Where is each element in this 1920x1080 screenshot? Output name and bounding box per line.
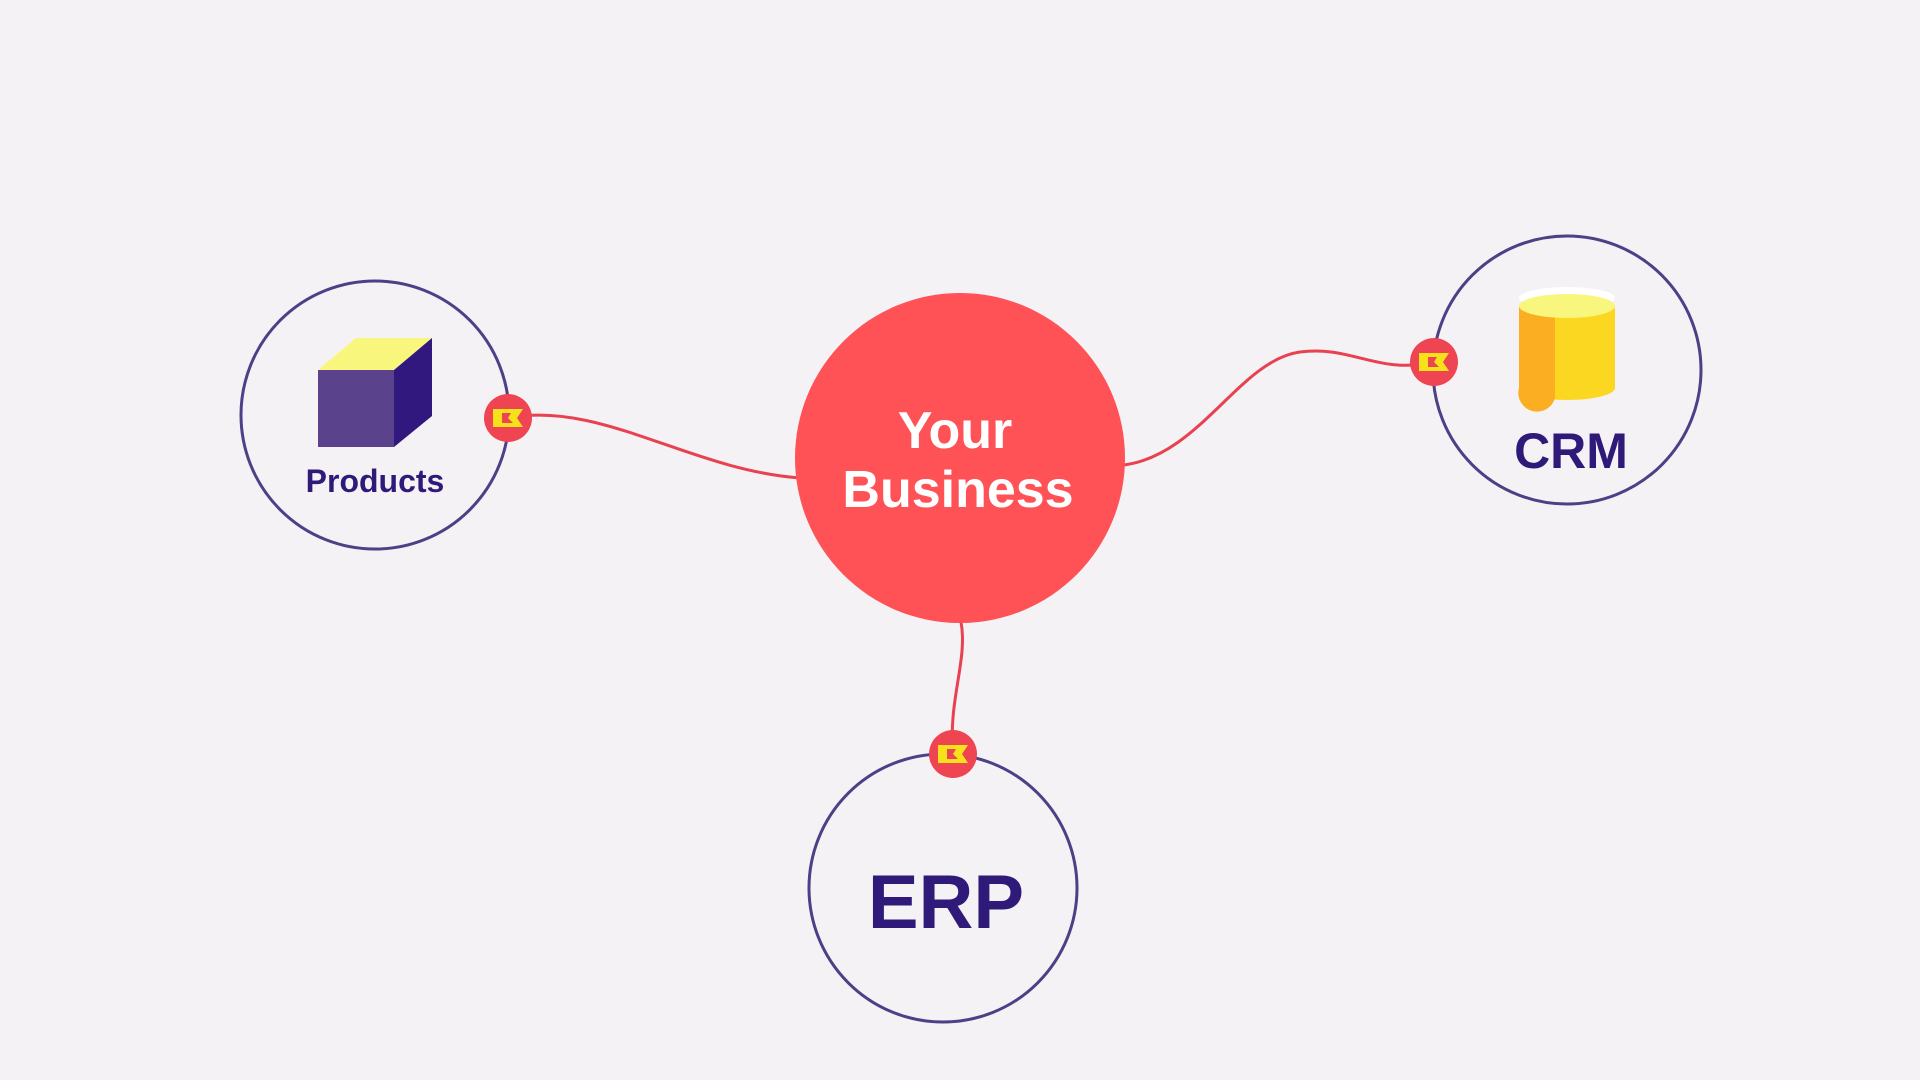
flag-badge-icon — [493, 409, 523, 427]
database-cylinder-icon — [1518, 287, 1615, 412]
crm-label: CRM — [1514, 423, 1628, 479]
cube-icon — [318, 338, 432, 447]
products-node[interactable]: Products — [239, 279, 511, 551]
center-node-your-business[interactable]: Your Business — [795, 293, 1125, 623]
flag-badge-icon — [1419, 353, 1449, 371]
erp-node[interactable]: ERP — [807, 752, 1079, 1024]
erp-label: ERP — [868, 860, 1024, 945]
link-business-to-crm — [1123, 349, 1433, 467]
connector-badge-products[interactable] — [484, 394, 532, 442]
connector-badge-crm[interactable] — [1410, 338, 1458, 386]
connector-badge-erp[interactable] — [929, 730, 977, 778]
link-products-to-business — [507, 413, 801, 480]
crm-node[interactable]: CRM — [1431, 234, 1703, 506]
products-label: Products — [306, 463, 445, 499]
flag-badge-icon — [938, 745, 968, 763]
center-title-line-2: Business — [842, 461, 1073, 519]
center-title-line-1: Your — [898, 402, 1013, 460]
